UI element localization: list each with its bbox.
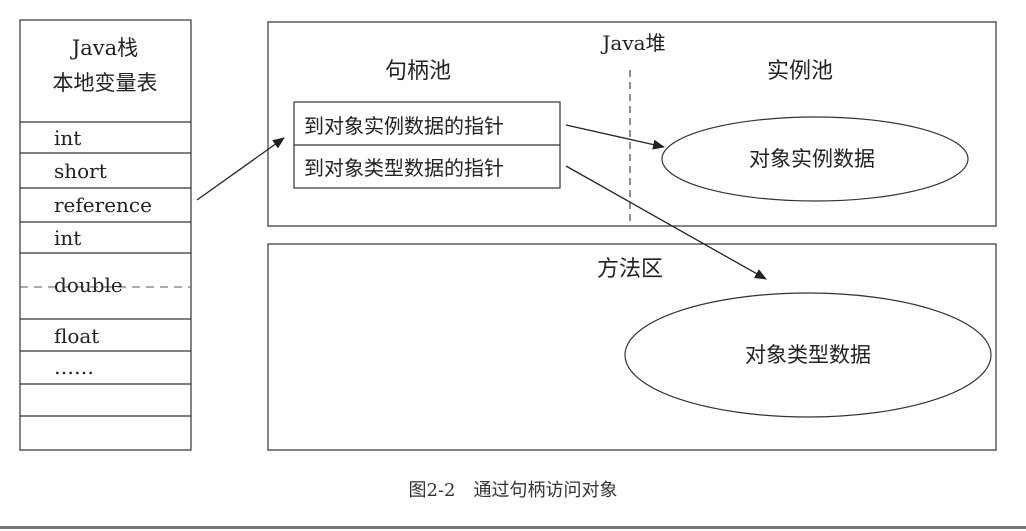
- stack-slot-label: float: [54, 324, 99, 348]
- figure-caption: 图2-2 通过句柄访问对象: [409, 480, 618, 501]
- instance-data-pointer: 到对象实例数据的指针: [304, 114, 504, 138]
- method-area-frame: [267, 243, 997, 451]
- instance-data-ellipse: [661, 116, 969, 202]
- java-stack: Java栈 本地变量表 int short reference int doub…: [19, 19, 192, 451]
- stack-slot-label: ……: [54, 355, 94, 379]
- java-stack-frame: [19, 19, 192, 451]
- stack-slot-label: reference: [54, 193, 152, 217]
- handle-pool-title: 句柄池: [385, 59, 451, 84]
- type-data-label: 对象类型数据: [745, 343, 871, 367]
- java-heap-frame: [267, 21, 997, 227]
- stack-slot-label: short: [54, 159, 107, 183]
- stack-slot-label: int: [54, 126, 81, 150]
- java-heap: Java堆 句柄池 到对象实例数据的指针 到对象类型数据的指针 实例池 对象实例…: [267, 21, 997, 227]
- instance-data-label: 对象实例数据: [749, 147, 875, 171]
- stack-slot-label: int: [54, 226, 81, 250]
- java-heap-title: Java堆: [600, 31, 665, 55]
- handle-to-type-arrow: [565, 165, 767, 280]
- stack-slot-label: double: [54, 273, 123, 297]
- type-data-pointer: 到对象类型数据的指针: [304, 156, 504, 180]
- method-area: 方法区 对象类型数据: [267, 243, 997, 451]
- local-variable-table-title: 本地变量表: [53, 71, 158, 95]
- type-data-ellipse: [624, 292, 992, 418]
- method-area-title: 方法区: [597, 257, 663, 282]
- handle-to-instance-arrow: [565, 124, 665, 150]
- reference-to-handle-arrow: [196, 137, 285, 201]
- bottom-divider: [0, 526, 1026, 529]
- instance-pool-title: 实例池: [767, 59, 833, 84]
- java-stack-title: Java栈: [70, 36, 138, 60]
